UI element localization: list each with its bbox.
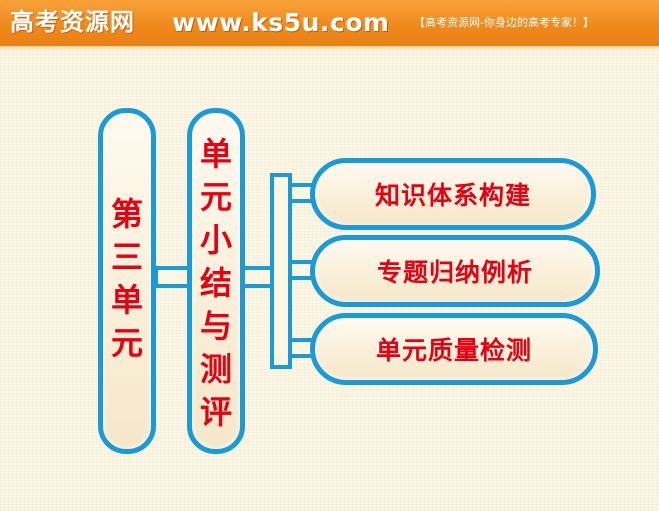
unit-char: 第 (110, 195, 143, 233)
section-char: 测 (199, 350, 232, 388)
site-url[interactable]: www.ks5u.com (172, 8, 390, 37)
unit-char: 元 (110, 324, 143, 362)
section-char: 小 (199, 221, 232, 259)
site-slogan: 【高考资源网-你身边的高考专家！】 (414, 16, 594, 29)
section-char: 与 (199, 307, 232, 345)
unit-pill[interactable]: 第 三 单 元 (98, 108, 156, 454)
section-char: 结 (199, 264, 232, 302)
section-char: 单 (199, 135, 232, 173)
branch-knowledge-system[interactable]: 知识体系构建 (310, 158, 596, 230)
branch-label: 单元质量检测 (375, 336, 532, 365)
site-logo[interactable]: 高考资源网 (10, 7, 135, 36)
unit-char: 单 (110, 281, 143, 319)
section-char: 元 (199, 178, 232, 216)
unit-label: 第 三 单 元 (103, 193, 151, 365)
section-char: 评 (199, 393, 232, 431)
section-pill[interactable]: 单 元 小 结 与 测 评 (187, 108, 245, 454)
branch-quality-test[interactable]: 单元质量检测 (310, 313, 598, 385)
branch-topic-examples[interactable]: 专题归纳例析 (310, 235, 600, 307)
header-banner: 高考资源网 www.ks5u.com 【高考资源网-你身边的高考专家！】 (0, 0, 659, 46)
unit-char: 三 (110, 238, 143, 276)
branch-label: 专题归纳例析 (376, 258, 533, 287)
section-label: 单 元 小 结 与 测 评 (192, 133, 240, 434)
banner-shadow (0, 46, 659, 52)
branch-label: 知识体系构建 (374, 181, 531, 210)
